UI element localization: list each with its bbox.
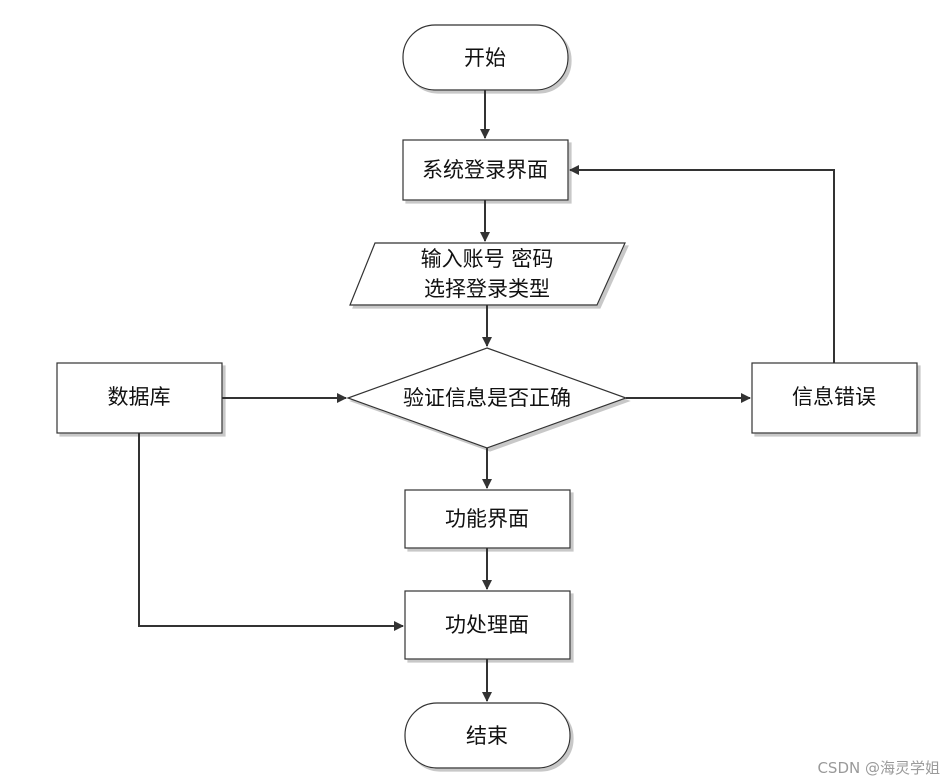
input-label-line1: 输入账号 密码 (421, 247, 554, 271)
end-label: 结束 (466, 724, 508, 748)
input-node: 输入账号 密码 选择登录类型 (349, 242, 626, 306)
function-screen-node: 功能界面 (404, 489, 571, 549)
arrow-error-to-login (569, 165, 835, 363)
arrow-database-to-process (138, 433, 404, 631)
verify-decision-node: 验证信息是否正确 (346, 347, 628, 449)
process-screen-label: 功处理面 (445, 613, 529, 637)
start-label: 开始 (464, 46, 506, 70)
login-screen-node: 系统登录界面 (402, 139, 569, 201)
database-node: 数据库 (56, 362, 223, 434)
error-label: 信息错误 (792, 385, 876, 409)
database-label: 数据库 (108, 385, 171, 409)
process-screen-node: 功处理面 (404, 590, 571, 660)
login-screen-label: 系统登录界面 (422, 158, 548, 182)
watermark: CSDN @海灵学姐 (817, 759, 940, 777)
connectors (138, 90, 835, 702)
start-node: 开始 (402, 24, 569, 91)
input-label-line2: 选择登录类型 (424, 277, 550, 301)
end-node: 结束 (404, 702, 571, 769)
function-screen-label: 功能界面 (445, 507, 529, 531)
error-node: 信息错误 (751, 362, 918, 434)
verify-decision-label: 验证信息是否正确 (403, 386, 571, 410)
